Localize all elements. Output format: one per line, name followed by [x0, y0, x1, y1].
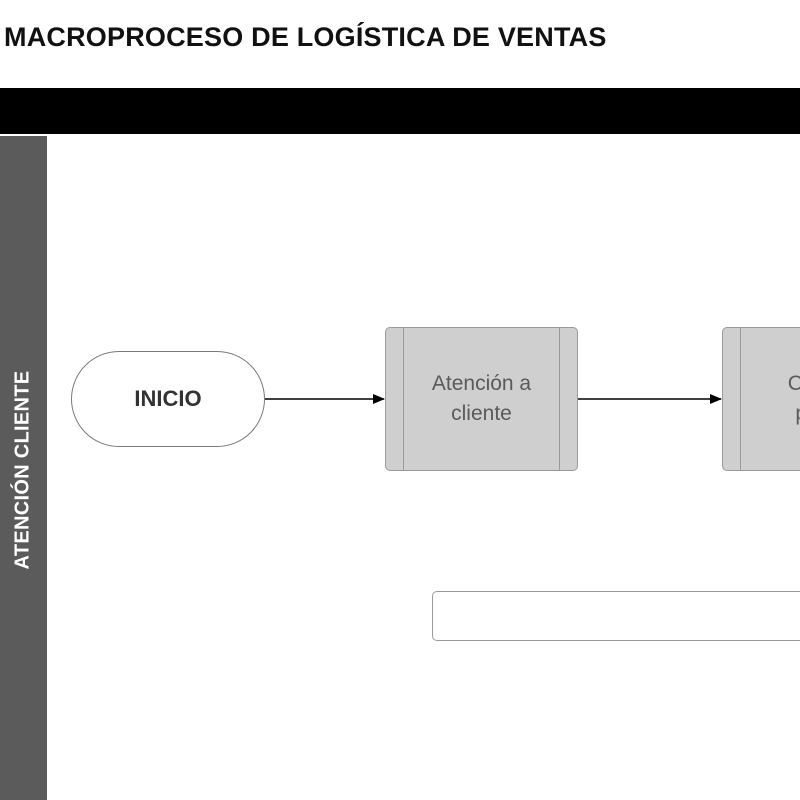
pool-header-bar [0, 88, 800, 134]
start-terminator-label: INICIO [134, 386, 202, 411]
process-left-bar [403, 328, 404, 470]
start-terminator[interactable]: INICIO [71, 351, 265, 447]
process-right-bar [559, 328, 560, 470]
process-label-line-1: Con [742, 369, 800, 399]
swimlane-label-bar [0, 136, 47, 800]
process-label-line-2: cliente [451, 402, 512, 425]
process-label-line-1: Atención a [431, 372, 532, 395]
process-label: Con pe [742, 369, 800, 429]
process-atencion-cliente[interactable]: Atención a cliente [385, 327, 578, 471]
process-label: Atención a cliente [417, 369, 547, 429]
process-next[interactable]: Con pe [722, 327, 800, 471]
process-left-bar [740, 328, 741, 470]
swimlane-label: ATENCIÓN CLIENTE [11, 370, 34, 570]
process-label-line-2: pe [742, 399, 800, 429]
diagram-title: MACROPROCESO DE LOGÍSTICA DE VENTAS [4, 22, 607, 52]
annotation-box[interactable] [432, 591, 800, 641]
